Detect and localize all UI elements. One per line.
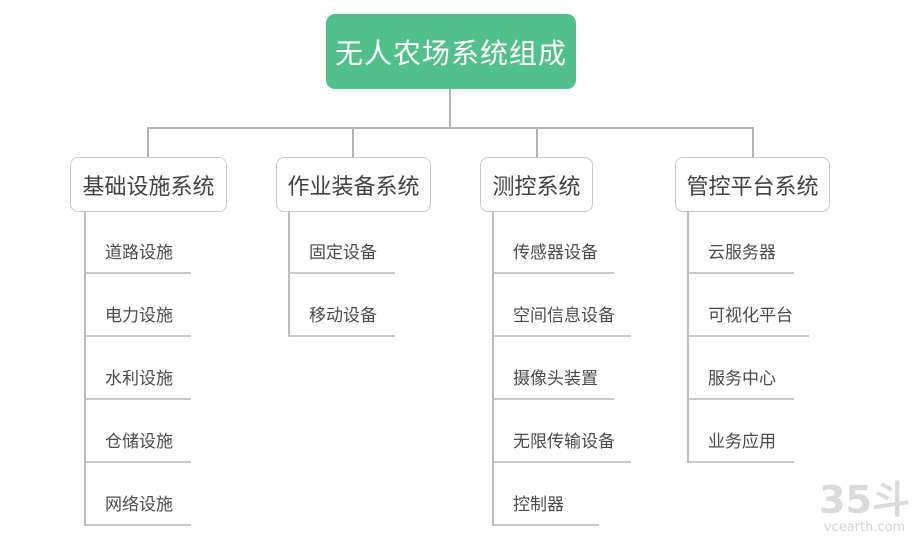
watermark-logo: 35斗 [819,478,910,522]
leaf-label: 固定设备 [309,243,377,263]
leaf-item: 可视化平台 [689,274,809,337]
leaf-label: 传感器设备 [513,243,598,263]
watermark-url: vcearth.com [823,520,906,535]
branch-node-platform: 管控平台系统 [675,157,830,212]
leaf-item: 电力设施 [86,274,191,337]
branch-node-equipment: 作业装备系统 [276,157,431,212]
connector-branch-stub [752,127,754,158]
leaf-column-measurement: 传感器设备 空间信息设备 摄像头装置 无限传输设备 控制器 [492,211,631,526]
leaf-label: 网络设施 [105,495,173,515]
leaf-item: 业务应用 [689,400,794,463]
leaf-column-equipment: 固定设备 移动设备 [288,211,395,337]
root-node: 无人农场系统组成 [326,14,576,89]
connector-branch-stub [147,127,149,158]
leaf-label: 仓储设施 [105,432,173,452]
leaf-label: 道路设施 [105,243,173,263]
watermark: 35斗 vcearth.com [819,480,910,536]
leaf-label: 可视化平台 [708,306,793,326]
connector-root-stub [449,89,451,128]
leaf-item: 摄像头装置 [494,337,614,400]
leaf-item: 水利设施 [86,337,191,400]
connector-horizontal [148,127,754,129]
leaf-label: 服务中心 [708,369,776,389]
branch-node-measurement: 测控系统 [480,157,593,212]
leaf-item: 移动设备 [290,274,395,337]
leaf-column-platform: 云服务器 可视化平台 服务中心 业务应用 [687,211,809,463]
leaf-item: 道路设施 [86,211,191,274]
leaf-item: 空间信息设备 [494,274,631,337]
leaf-item: 无限传输设备 [494,400,631,463]
leaf-label: 摄像头装置 [513,369,598,389]
leaf-label: 电力设施 [105,306,173,326]
leaf-label: 控制器 [513,495,564,515]
leaf-item: 云服务器 [689,211,794,274]
leaf-label: 云服务器 [708,243,776,263]
leaf-label: 水利设施 [105,369,173,389]
leaf-label: 无限传输设备 [513,432,615,452]
leaf-label: 空间信息设备 [513,306,615,326]
leaf-item: 固定设备 [290,211,395,274]
connector-branch-stub [352,127,354,158]
branch-node-infrastructure: 基础设施系统 [70,157,227,212]
leaf-column-infrastructure: 道路设施 电力设施 水利设施 仓储设施 网络设施 [84,211,191,526]
leaf-item: 仓储设施 [86,400,191,463]
leaf-item: 传感器设备 [494,211,614,274]
connector-branch-stub [536,127,538,158]
leaf-label: 移动设备 [309,306,377,326]
leaf-item: 网络设施 [86,463,191,526]
leaf-item: 服务中心 [689,337,794,400]
leaf-label: 业务应用 [708,432,776,452]
leaf-item: 控制器 [494,463,599,526]
